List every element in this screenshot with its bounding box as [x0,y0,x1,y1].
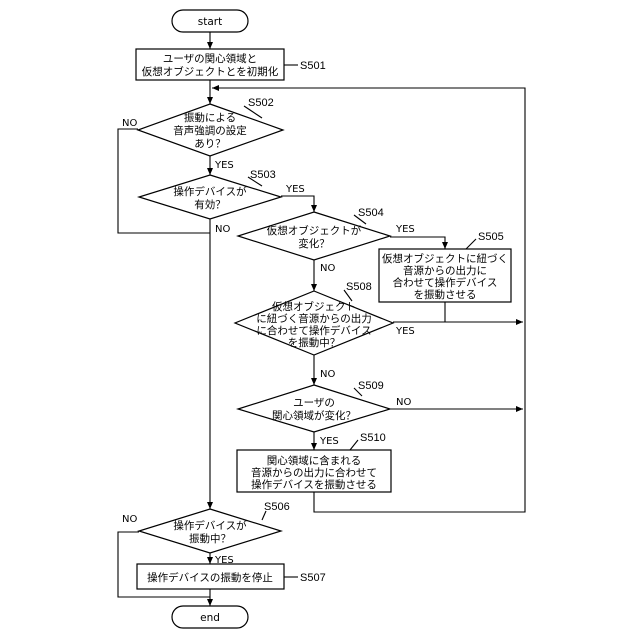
s510-line-3: 操作デバイスを振動させる [251,478,377,491]
arrow-s504-yes-s505 [390,237,445,249]
s501-id: S501 [300,60,326,72]
s510-id: S510 [360,432,386,444]
end-label: end [200,612,220,624]
s508-line-2: に紐づく音源からの出力 [256,312,372,325]
s503-yes-label: YES [285,184,305,195]
s504-line-1: 仮想オブジェクトが [267,224,362,237]
s501-line-2: 仮想オブジェクトとを初期化 [142,65,279,78]
start-terminal: start [172,10,248,32]
s501-line-1: ユーザの関心領域と [163,52,257,65]
s508-line-4: を振動中？ [288,336,341,349]
s505-line-4: を振動させる [414,288,477,301]
s508-line-1: 仮想オブジェクト [272,300,356,313]
s502-line-1: 振動による [184,111,236,124]
s504-line-2: 変化？ [298,237,330,250]
arrow-s503-yes-s504 [281,196,314,212]
s509-line-1: ユーザの [293,397,335,409]
s504-id: S504 [358,207,384,219]
s509-yes-label: YES [319,436,339,447]
s505-line-2: 音源からの出力に [403,264,487,277]
s506-line-2: 振動中？ [189,532,231,545]
s502-yes-label: YES [214,160,234,171]
s504-yes-label: YES [395,224,415,235]
s510-line-2: 音源からの出力に合わせて [251,466,377,479]
decision-s506: 操作デバイスが 振動中？ S506 NO YES [122,501,290,566]
s503-id: S503 [250,169,276,181]
arrow-s505-right [445,302,523,322]
process-s507: 操作デバイスの振動を停止 S507 [137,564,326,589]
s506-no-label: NO [122,514,137,525]
s502-id: S502 [248,97,274,109]
s509-no-label: NO [396,397,411,408]
s510-line-1: 関心領域に含まれる [267,454,362,467]
s505-line-1: 仮想オブジェクトに紐づく [382,252,508,265]
s506-id: S506 [264,501,290,513]
s505-line-3: 合わせて操作デバイス [393,276,498,289]
s509-line-2: 関心領域が変化？ [272,409,356,422]
end-terminal: end [172,606,248,628]
s504-no-label: NO [320,263,335,274]
s505-leader [466,239,476,249]
s508-no-label: NO [320,369,335,380]
s505-id: S505 [478,231,504,243]
s502-no-label: NO [122,118,137,129]
s507-line-1: 操作デバイスの振動を停止 [147,571,273,584]
start-label: start [198,16,222,28]
s507-id: S507 [300,572,326,584]
s508-line-3: に合わせて操作デバイス [256,324,371,337]
s503-line-2: 有効？ [194,198,226,211]
s506-line-1: 操作デバイスが [173,519,247,532]
process-s501: ユーザの関心領域と 仮想オブジェクトとを初期化 S501 [136,49,326,80]
s502-line-2: 音声強調の設定 [173,124,247,137]
s503-no-label: NO [215,224,230,235]
s508-id: S508 [346,281,372,293]
decision-s502: 振動による 音声強調の設定 あり？ S502 NO YES [122,97,283,171]
s503-line-1: 操作デバイスが [173,185,247,198]
s502-line-3: あり？ [194,138,226,150]
s508-yes-label: YES [395,326,415,337]
s509-id: S509 [358,380,384,392]
s510-leader [350,440,358,450]
